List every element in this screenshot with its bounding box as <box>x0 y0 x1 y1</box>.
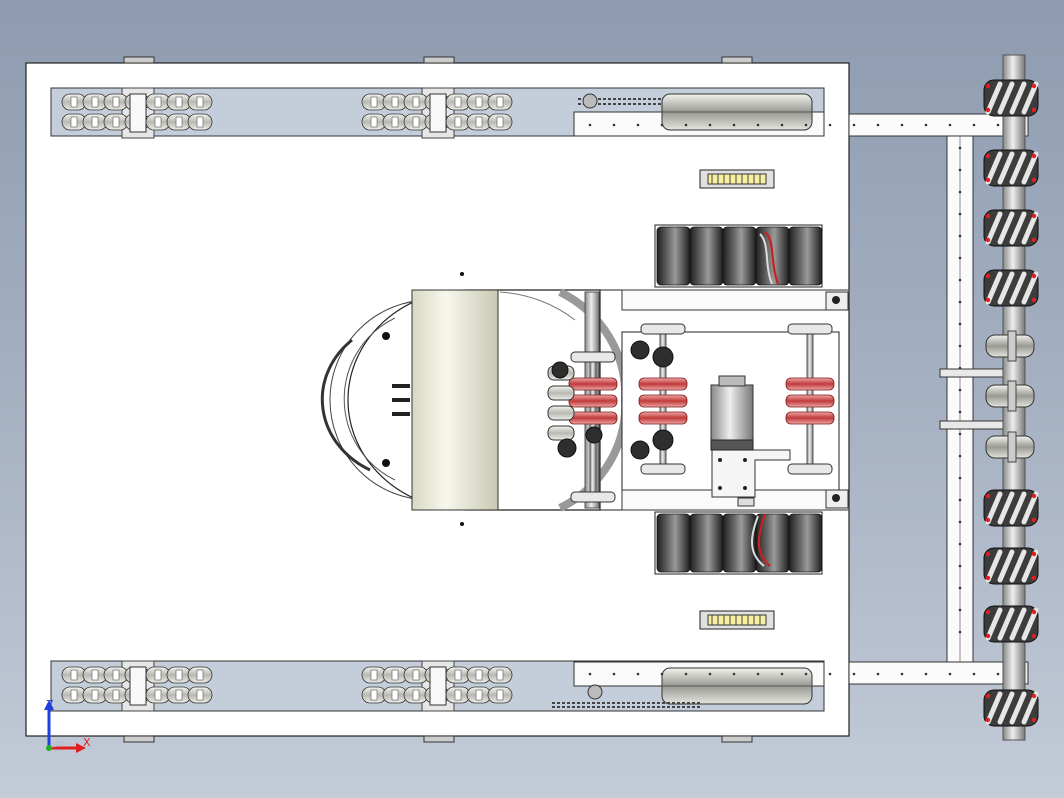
motor-wire-top <box>764 231 780 285</box>
omni-wheel-group <box>61 660 213 712</box>
encoder-board-bottom <box>699 610 775 630</box>
mecanum-wheel <box>983 209 1039 247</box>
coupler-shafts <box>547 323 835 503</box>
omni-wheel-group <box>361 87 513 139</box>
mecanum-wheel-column <box>983 79 1039 727</box>
omni-wheel-group <box>61 87 213 139</box>
motor-wire-bottom <box>757 513 771 567</box>
spinning-drum <box>411 289 499 511</box>
axis-triad: Z X <box>44 698 91 753</box>
encoder-board-top <box>699 169 775 189</box>
omni-wheel-groups <box>61 87 513 712</box>
mecanum-wheel <box>983 79 1039 117</box>
top-drive-chain <box>578 98 662 105</box>
omni-wheel-group <box>361 660 513 712</box>
gear-motor <box>710 375 754 451</box>
gear-clusters <box>551 340 674 460</box>
mecanum-wheel <box>983 269 1039 307</box>
coupler-shaft <box>638 323 688 475</box>
plate-edge-stubs <box>123 56 753 743</box>
motor-pack-top <box>654 224 823 288</box>
coupler-shaft <box>785 323 835 475</box>
motor-pack-bottom <box>654 511 823 575</box>
idler-disc <box>985 431 1035 463</box>
mecanum-wheel <box>983 689 1039 727</box>
mecanum-wheel <box>983 489 1039 527</box>
mecanum-wheel <box>983 605 1039 643</box>
frame-rivets <box>588 123 1000 676</box>
idler-disc <box>985 380 1035 412</box>
mecanum-wheel <box>983 547 1039 585</box>
idler-disc <box>985 330 1035 362</box>
axis-x-label: X <box>83 736 91 749</box>
mecanum-wheel <box>983 149 1039 187</box>
axis-z-label: Z <box>46 698 54 711</box>
